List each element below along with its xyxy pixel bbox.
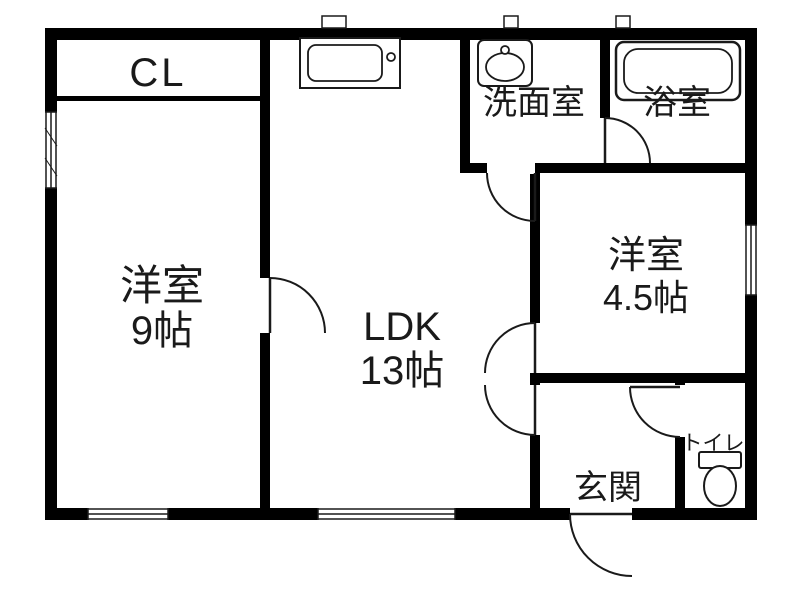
floor-area bbox=[45, 28, 757, 520]
wall-bedroomleft-ldk bbox=[260, 28, 270, 520]
fixtures bbox=[299, 15, 742, 507]
washbasin-icon bbox=[477, 39, 533, 87]
wall-washroom-bathroom bbox=[600, 28, 610, 173]
wall-washroom-left bbox=[460, 28, 470, 173]
bathtub-icon bbox=[614, 40, 742, 102]
entrance-label: 玄関 bbox=[574, 469, 642, 507]
bathroom-label: 浴室 bbox=[643, 84, 711, 122]
opening-toilet-door bbox=[674, 385, 686, 437]
washroom-door-icon bbox=[486, 172, 537, 222]
window-bottom-center-icon bbox=[317, 508, 456, 520]
bedroom-right-size-label: 4.5帖 bbox=[603, 277, 689, 318]
wall-left bbox=[45, 28, 57, 520]
bedroom-left-door-icon bbox=[268, 277, 326, 334]
main-entrance-door-icon bbox=[569, 512, 633, 577]
kitchen-counter-icon bbox=[299, 15, 401, 89]
window-bottom-left-icon bbox=[87, 508, 169, 520]
vent-icon bbox=[503, 15, 519, 29]
closet-label: CL bbox=[129, 51, 186, 95]
entrance-hall-door-icon bbox=[484, 384, 537, 436]
wall-toilet-left bbox=[675, 383, 685, 520]
toilet-icon bbox=[698, 451, 742, 507]
ldk-size-label: 13帖 bbox=[360, 349, 445, 393]
vent-icon bbox=[321, 15, 347, 29]
toilet-door-icon bbox=[629, 385, 681, 438]
closet-partition bbox=[57, 96, 260, 101]
ldk-label: LDK bbox=[363, 305, 441, 349]
doors bbox=[268, 117, 681, 577]
wall-washroom-bottom bbox=[460, 163, 757, 173]
vent-icon bbox=[615, 15, 631, 29]
windows bbox=[44, 111, 757, 520]
window-left-icon bbox=[45, 111, 57, 189]
opening-washroom-door bbox=[487, 162, 535, 174]
washroom-label: 洗面室 bbox=[483, 84, 585, 122]
bedroom-right-label: 洋室 bbox=[608, 235, 684, 277]
bedroom-left-label: 洋室 bbox=[120, 262, 204, 309]
bedroom-right-door-icon bbox=[484, 322, 537, 374]
window-left-hatch-icon bbox=[44, 127, 58, 177]
window-right-icon bbox=[745, 224, 757, 296]
bedroom-left-size-label: 9帖 bbox=[131, 309, 193, 353]
opening-bedroom-left-door bbox=[259, 278, 271, 333]
bathroom-door-icon bbox=[603, 117, 651, 164]
wall-bedroomright-bottom bbox=[530, 373, 757, 383]
room-labels: CL 洋室 9帖 LDK 13帖 洗面室 浴室 洋室 4.5帖 玄関 トイレ bbox=[120, 51, 745, 507]
wall-top bbox=[45, 28, 757, 40]
toilet-label: トイレ bbox=[682, 432, 745, 455]
